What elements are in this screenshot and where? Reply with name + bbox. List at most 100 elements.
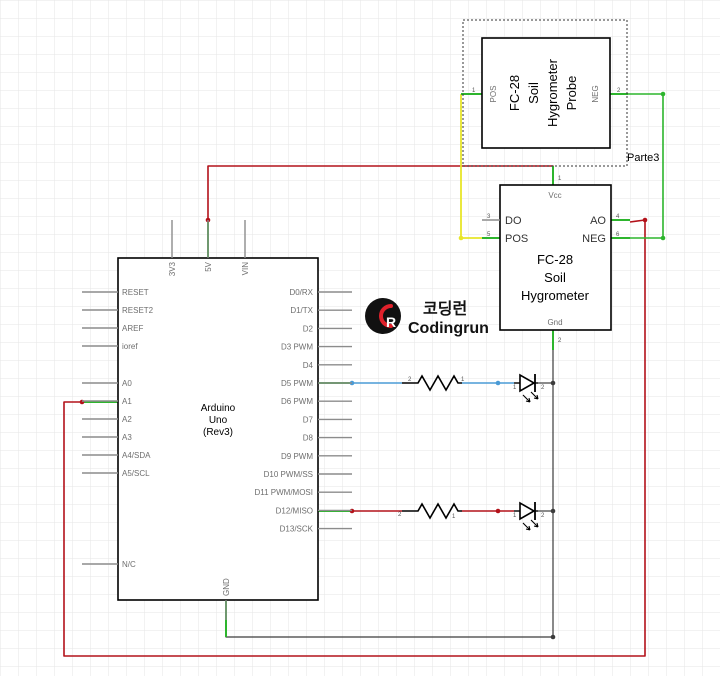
junction-pos xyxy=(458,235,464,241)
arduino-gnd-label: GND xyxy=(222,578,231,596)
module-pin1-number: 1 xyxy=(558,176,562,182)
probe-name-line4: Probe xyxy=(564,76,579,111)
module-do-label: DO xyxy=(505,215,522,227)
led-1-emission-arrows xyxy=(522,391,539,403)
module-vcc-label: Vcc xyxy=(548,191,561,200)
arduino-pin-label: A3 xyxy=(122,433,132,442)
soil-probe[interactable]: POS NEG 1 2 FC-28 Soil Hygrometer Probe … xyxy=(462,19,659,167)
resistor-r1[interactable]: 2 1 xyxy=(402,374,465,392)
junction-gnd-bus xyxy=(550,634,556,640)
wire-probe-neg[interactable] xyxy=(628,93,664,239)
arduino-pin-label: D4 xyxy=(303,361,314,370)
probe-pin2-number: 2 xyxy=(617,88,621,94)
arduino-pin-label: D9 PWM xyxy=(281,452,313,461)
arduino-name-line3: (Rev3) xyxy=(203,427,233,438)
arduino-pin-label: D5 PWM xyxy=(281,379,313,388)
module-name-line1: FC-28 xyxy=(537,252,573,267)
arduino-pin-label: 5V xyxy=(204,261,213,271)
arduino-name-line2: Uno xyxy=(209,415,228,426)
resistor-r2-pin1: 1 xyxy=(452,514,456,520)
led-2[interactable]: 1 2 xyxy=(513,501,545,531)
arduino-name-line1: Arduino xyxy=(201,403,236,414)
junction-neg xyxy=(660,235,666,241)
probe-body xyxy=(481,37,611,149)
arduino-pin-label: D0/RX xyxy=(289,288,313,297)
probe-pin1-number: 1 xyxy=(472,88,476,94)
probe-pos-label: POS xyxy=(489,86,498,103)
arduino-pin-label: A2 xyxy=(122,415,132,424)
junction-r2 xyxy=(495,508,501,514)
arduino-pin-label: D3 PWM xyxy=(281,343,313,352)
probe-part-label: Parte3 xyxy=(627,152,659,164)
logo-korean-text: 코딩런 xyxy=(423,300,467,318)
junction-gnd-led1 xyxy=(550,380,556,386)
resistor-r2-pin2: 2 xyxy=(398,512,402,518)
module-name-line3: Hygrometer xyxy=(521,288,590,303)
arduino-pin-label: A1 xyxy=(122,397,132,406)
arduino-pin-label: RESET2 xyxy=(122,306,154,315)
resistor-r2[interactable]: 2 1 xyxy=(398,502,462,520)
junction-probe-neg xyxy=(660,91,666,97)
arduino-pin-label: D7 xyxy=(303,415,314,424)
module-pin4-number: 4 xyxy=(616,214,620,220)
resistor-r1-pin2: 2 xyxy=(408,377,412,383)
junction-ao xyxy=(642,217,648,223)
arduino-pin-label: D11 PWM/MOSI xyxy=(254,488,313,497)
arduino-pin-label: D12/MISO xyxy=(276,506,313,515)
arduino-pin-label: D6 PWM xyxy=(281,397,313,406)
arduino-pin-label: D2 xyxy=(303,324,314,333)
probe-name-line2: Soil xyxy=(526,82,541,104)
led-2-triangle xyxy=(519,501,536,521)
codingrun-logo: R 코딩런 Codingrun xyxy=(365,298,489,337)
arduino-pin-label: D13/SCK xyxy=(280,525,314,534)
led-1-triangle xyxy=(519,373,536,393)
module-neg-label: NEG xyxy=(582,233,606,245)
resistor-r2-body xyxy=(402,502,462,520)
arduino-pin-label: A5/SCL xyxy=(122,469,150,478)
arduino-pin-label: A0 xyxy=(122,379,132,388)
led-2-pin2: 2 xyxy=(541,513,545,519)
resistor-r1-pin1: 1 xyxy=(461,377,465,383)
probe-neg-label: NEG xyxy=(591,85,600,102)
arduino-pin-label: VIN xyxy=(241,262,250,276)
junctions xyxy=(79,91,666,640)
resistor-r1-body xyxy=(402,374,462,392)
module-pin2-number: 2 xyxy=(558,338,562,344)
arduino-pin-label: AREF xyxy=(122,324,143,333)
junction-r1 xyxy=(495,380,501,386)
module-pin6-number: 6 xyxy=(616,232,620,238)
led-2-emission-arrows xyxy=(522,519,539,531)
arduino-pin-label: N/C xyxy=(122,560,136,569)
module-pos-label: POS xyxy=(505,233,528,245)
arduino-pin-label: D1/TX xyxy=(290,306,313,315)
junction-gnd-led2 xyxy=(550,508,556,514)
led-1[interactable]: 1 2 xyxy=(513,373,545,403)
led-2-pin1: 1 xyxy=(513,513,517,519)
module-name-line2: Soil xyxy=(544,270,566,285)
arduino-pin-label: D8 xyxy=(303,434,314,443)
arduino-pin-label: A4/SDA xyxy=(122,451,151,460)
logo-english-text: Codingrun xyxy=(408,320,489,337)
arduino-pin-label: 3V3 xyxy=(168,261,177,276)
arduino-pin-label: ioref xyxy=(122,342,138,351)
arduino-pin-label: RESET xyxy=(122,288,149,297)
probe-part-outline xyxy=(462,19,628,167)
module-gnd-label: Gnd xyxy=(547,318,562,327)
wire-ao-a1[interactable] xyxy=(63,219,646,657)
fc28-module[interactable]: Vcc Gnd DO POS AO NEG 1 2 3 5 4 6 FC-28 … xyxy=(482,176,620,344)
arduino-pin-label: D10 PWM/SS xyxy=(264,470,313,479)
probe-name-line3: Hygrometer xyxy=(545,58,560,127)
logo-c-mark xyxy=(379,304,393,328)
module-pin5-number: 5 xyxy=(487,232,491,238)
arduino-top-pins: 3V3 5V VIN xyxy=(168,220,250,276)
logo-r-mark: R xyxy=(386,314,396,330)
module-pin3-number: 3 xyxy=(487,214,491,220)
module-body xyxy=(499,184,612,331)
probe-name-line1: FC-28 xyxy=(507,75,522,111)
